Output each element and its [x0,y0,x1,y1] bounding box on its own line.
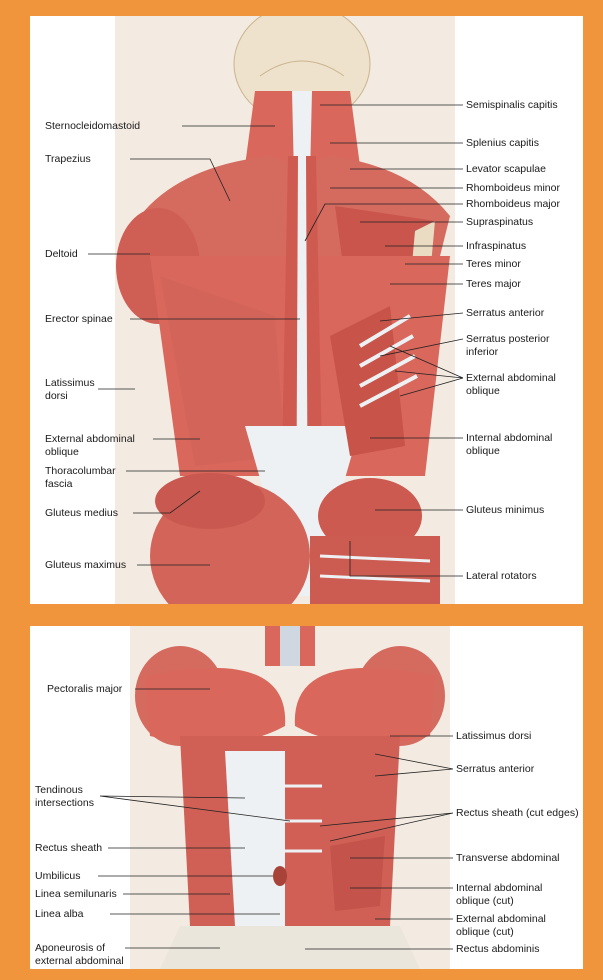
posterior-view-panel: Sternocleidomastoid Trapezius Deltoid Er… [30,16,583,604]
label-serratus-anterior: Serratus anterior [466,307,544,320]
label-splenius-capitis: Splenius capitis [466,137,539,150]
label-teres-major: Teres major [466,278,521,291]
label-internal-oblique-cut: Internal abdominal oblique (cut) [456,882,542,908]
label-external-oblique-cut: External abdominal oblique (cut) [456,913,546,939]
label-trapezius: Trapezius [45,153,91,166]
umbilicus-shape [273,866,287,886]
label-lateral-rotators: Lateral rotators [466,570,537,583]
label-erector-spinae: Erector spinae [45,313,113,326]
label-transverse-abdominal: Transverse abdominal [456,852,560,865]
label-levator-scapulae: Levator scapulae [466,163,546,176]
label-deltoid: Deltoid [45,248,78,261]
label-latissimus-dorsi-anterior: Latissimus dorsi [456,730,531,743]
label-rhomboideus-major: Rhomboideus major [466,198,560,211]
anterior-view-panel: Pectoralis major Tendinous intersections… [30,626,583,969]
lower-aponeurosis [160,926,420,969]
label-linea-alba: Linea alba [35,908,83,921]
label-internal-abdominal-oblique: Internal abdominal oblique [466,432,552,458]
label-gluteus-medius: Gluteus medius [45,507,118,520]
label-thoracolumbar-fascia: Thoracolumbar fascia [45,465,116,491]
label-external-abdominal-oblique-right: External abdominal oblique [466,372,556,398]
gluteus-medius-shape [155,473,265,529]
label-rectus-sheath: Rectus sheath [35,842,102,855]
label-infraspinatus: Infraspinatus [466,240,526,253]
label-gluteus-minimus: Gluteus minimus [466,504,544,517]
label-teres-minor: Teres minor [466,258,521,271]
rectus-sheath-shape [225,751,285,926]
rectus-abdominis-shape [285,751,322,946]
label-gluteus-maximus: Gluteus maximus [45,559,126,572]
pectoral-left [145,668,285,744]
label-tendinous-intersections: Tendinous intersections [35,784,94,810]
label-linea-semilunaris: Linea semilunaris [35,888,117,901]
label-semispinalis-capitis: Semispinalis capitis [466,99,558,112]
label-supraspinatus: Supraspinatus [466,216,533,229]
trachea [280,626,300,666]
label-serratus-anterior-anterior: Serratus anterior [456,763,534,776]
label-pectoralis-major: Pectoralis major [47,683,122,696]
pectoral-right [295,668,435,744]
label-rectus-abdominis: Rectus abdominis [456,943,539,956]
label-sternocleidomastoid: Sternocleidomastoid [45,120,140,133]
label-serratus-posterior-inferior: Serratus posterior inferior [466,333,549,359]
label-umbilicus: Umbilicus [35,870,81,883]
label-latissimus-dorsi: Latissimus dorsi [45,377,95,403]
label-rhomboideus-minor: Rhomboideus minor [466,182,560,195]
cut-obliques [330,836,385,911]
label-external-abdominal-oblique-left: External abdominal oblique [45,433,135,459]
lateral-rotators-shape [310,536,440,604]
label-aponeurosis: Aponeurosis of external abdominal [35,942,124,968]
label-rectus-sheath-cut: Rectus sheath (cut edges) [456,807,579,820]
